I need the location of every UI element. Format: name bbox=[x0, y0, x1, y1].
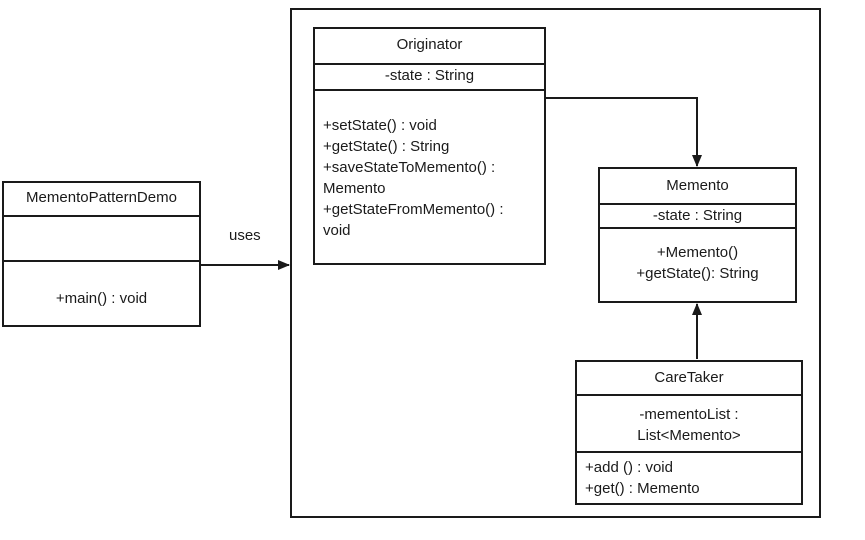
uses-relation-label: uses bbox=[229, 227, 261, 244]
operation-get: +get() : Memento bbox=[585, 480, 700, 497]
operation-set-state: +setState() : void bbox=[323, 117, 437, 134]
class-attributes: -state : String bbox=[315, 63, 544, 89]
class-name: Originator bbox=[396, 36, 463, 53]
operation-get-state: +getState() : String bbox=[323, 138, 450, 155]
class-operations: +add () : void +get() : Memento bbox=[577, 451, 801, 503]
operation-save-state-to-memento: +saveStateToMemento() : bbox=[323, 159, 496, 176]
attribute-memento-list-type: List<Memento> bbox=[637, 427, 741, 444]
operation-memento-constructor: +Memento() bbox=[656, 244, 739, 261]
operation-add: +add () : void bbox=[585, 459, 673, 476]
operation-get-state-from-memento-return: void bbox=[323, 222, 351, 239]
class-originator: Originator -state : String +setState() :… bbox=[313, 27, 546, 265]
attribute-state: -state : String bbox=[652, 207, 743, 224]
operation-get-state: +getState(): String bbox=[636, 265, 759, 282]
class-name: CareTaker bbox=[654, 369, 724, 386]
operation-main: +main() : void bbox=[55, 290, 148, 307]
class-memento-pattern-demo: MementoPatternDemo +main() : void bbox=[2, 181, 201, 327]
class-attributes: -mementoList : List<Memento> bbox=[577, 394, 801, 451]
class-operations: +main() : void bbox=[4, 260, 199, 325]
class-memento: Memento -state : String +Memento() +getS… bbox=[598, 167, 797, 303]
class-operations: +setState() : void +getState() : String … bbox=[315, 89, 544, 263]
class-attributes bbox=[4, 215, 199, 260]
attribute-state: -state : String bbox=[384, 67, 475, 84]
operation-get-state-from-memento: +getStateFromMemento() : bbox=[323, 201, 504, 218]
class-operations: +Memento() +getState(): String bbox=[600, 227, 795, 301]
attribute-memento-list: -mementoList : bbox=[639, 406, 739, 423]
class-name: Memento bbox=[666, 177, 729, 194]
class-name: MementoPatternDemo bbox=[26, 189, 177, 206]
class-caretaker: CareTaker -mementoList : List<Memento> +… bbox=[575, 360, 803, 505]
system-boundary-frame bbox=[290, 8, 821, 518]
operation-save-state-to-memento-return: Memento bbox=[323, 180, 386, 197]
class-attributes: -state : String bbox=[600, 203, 795, 227]
